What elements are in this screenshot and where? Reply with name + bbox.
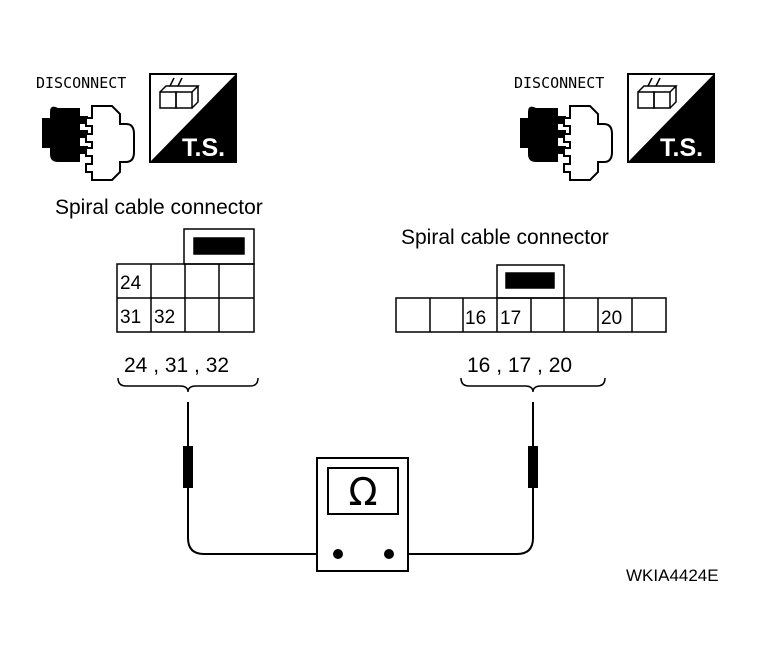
right-pin-17: 17 xyxy=(500,308,521,329)
right-pins-summary: 16 , 17 , 20 xyxy=(467,354,572,377)
left-pin-32: 32 xyxy=(154,307,175,328)
meter-terminal-right xyxy=(384,549,394,559)
right-disconnect-icon xyxy=(520,105,613,181)
meter-terminal-left xyxy=(333,549,343,559)
right-pin-16: 16 xyxy=(465,308,486,329)
right-ts-label: T.S. xyxy=(660,134,703,162)
left-connector-title: Spiral cable connector xyxy=(55,196,263,219)
left-ts-group: T.S. xyxy=(149,73,237,163)
right-connector-sketch-icon xyxy=(637,77,678,109)
left-disconnect-group: DISCONNECT xyxy=(36,74,135,181)
ohmmeter-icon: Ω xyxy=(348,470,377,514)
right-probe-wire xyxy=(389,488,534,555)
right-brace xyxy=(460,377,606,393)
left-pins-summary: 24 , 31 , 32 xyxy=(124,354,229,377)
left-disconnect-icon xyxy=(42,105,135,181)
left-disconnect-label: DISCONNECT xyxy=(36,74,126,92)
left-ts-label: T.S. xyxy=(182,134,225,162)
right-probe xyxy=(528,402,538,488)
right-connector-title: Spiral cable connector xyxy=(401,226,609,249)
right-ts-group: T.S. xyxy=(627,73,715,163)
left-connector-sketch-icon xyxy=(159,77,200,109)
figure-code: WKIA4424E xyxy=(626,566,719,585)
right-pin-20: 20 xyxy=(601,308,622,329)
right-disconnect-label: DISCONNECT xyxy=(514,74,604,92)
right-disconnect-group: DISCONNECT xyxy=(514,74,613,181)
left-connector xyxy=(116,228,255,333)
left-brace xyxy=(117,377,259,393)
left-pin-31: 31 xyxy=(120,307,141,328)
left-probe xyxy=(183,402,193,488)
ohmmeter xyxy=(316,457,409,572)
left-pin-24: 24 xyxy=(120,273,142,294)
right-connector xyxy=(395,264,667,333)
left-probe-wire xyxy=(187,488,338,555)
